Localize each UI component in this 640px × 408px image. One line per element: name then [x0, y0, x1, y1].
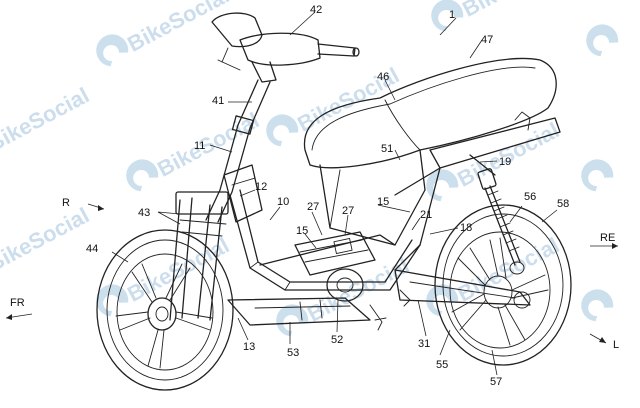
label-27a: 27: [307, 201, 319, 213]
label-58: 58: [557, 198, 569, 210]
label-18: 18: [460, 222, 472, 234]
label-56: 56: [524, 191, 536, 203]
label-53: 53: [287, 347, 299, 359]
label-10: 10: [277, 196, 289, 208]
bikesocial-logo-icon: [576, 154, 618, 195]
label-42: 42: [310, 4, 322, 16]
watermark-layer: BikeSocial BikeSocial BikeSocial BikeSoc…: [0, 0, 623, 342]
direction-label-r: R: [62, 197, 70, 209]
label-46: 46: [377, 71, 389, 83]
leader-lines: [112, 12, 557, 375]
label-13: 13: [243, 341, 255, 353]
label-31: 31: [418, 338, 430, 350]
label-27b: 27: [342, 205, 354, 217]
bikesocial-logo-icon: [576, 284, 618, 325]
label-41: 41: [212, 95, 224, 107]
side-stand: [370, 290, 410, 330]
direction-label-fr: FR: [10, 297, 25, 309]
direction-label-re: RE: [600, 232, 615, 244]
watermark-text: BikeSocial: [0, 202, 93, 276]
label-21: 21: [420, 209, 432, 221]
arrow-r-head-icon: [98, 205, 104, 211]
label-19: 19: [499, 156, 511, 168]
watermark-text: BikeSocial: [0, 82, 93, 156]
bikesocial-logo-icon: [581, 19, 623, 60]
under-seat-box: [320, 150, 425, 245]
direction-label-l: L: [613, 339, 619, 351]
label-52: 52: [331, 334, 343, 346]
arrow-fr-head-icon: [6, 314, 12, 320]
label-55: 55: [436, 359, 448, 371]
label-43: 43: [138, 207, 150, 219]
label-57: 57: [490, 376, 502, 388]
label-15b: 15: [296, 225, 308, 237]
label-11: 11: [194, 140, 205, 152]
label-15a: 15: [377, 196, 389, 208]
watermark-text: BikeSocial: [123, 232, 233, 306]
label-44: 44: [86, 243, 98, 255]
label-12: 12: [255, 181, 267, 193]
label-51: 51: [381, 143, 393, 155]
handlebar: [212, 13, 359, 82]
label-1: 1: [449, 9, 455, 21]
watermark-text: BikeSocial: [458, 0, 568, 22]
label-47: 47: [481, 34, 493, 46]
